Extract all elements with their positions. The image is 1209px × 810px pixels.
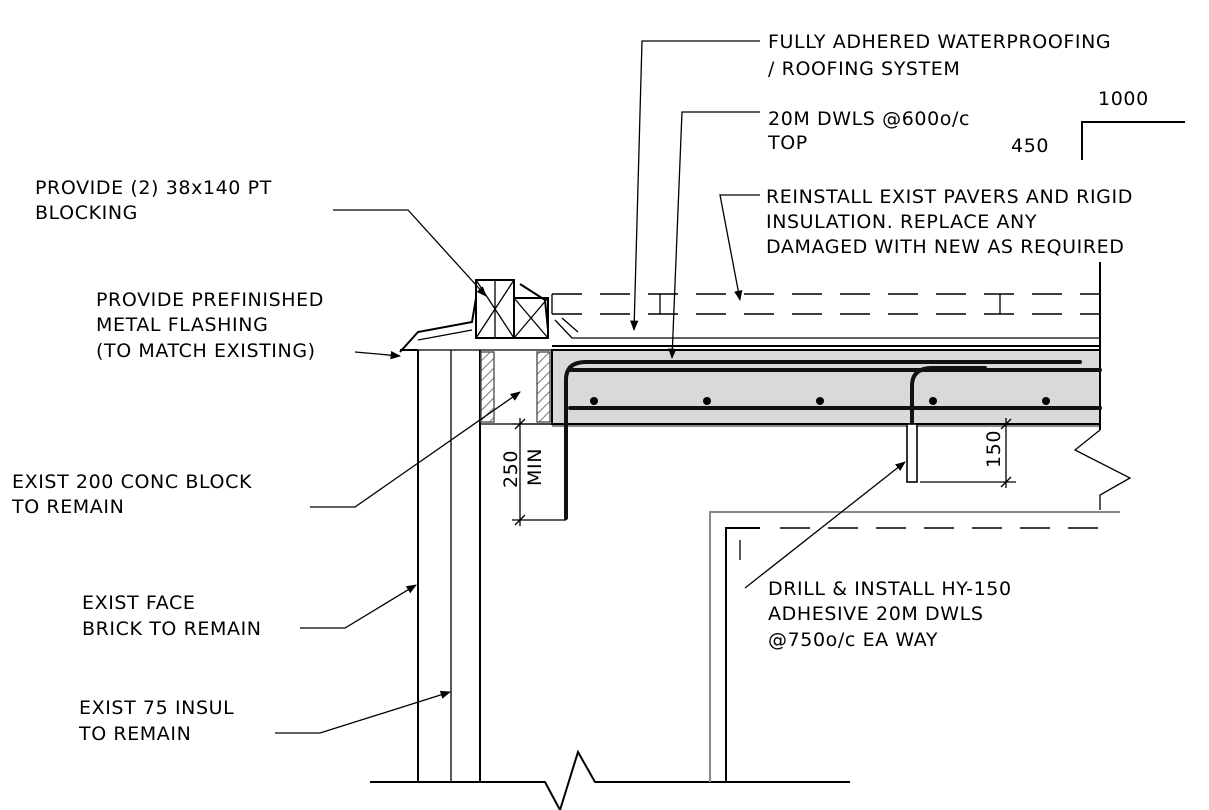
drilled-dowel-bar [910,366,987,482]
note-blocking-line1: PROVIDE (2) 38x140 PT [35,177,272,199]
dimension-150 [920,418,1016,488]
note-pavers-line1: REINSTALL EXIST PAVERS AND RIGID [766,186,1133,208]
interior-ceiling [709,511,1120,782]
conc-block-hatch-right [536,351,551,423]
dim-1000-label: 1000 [1098,88,1149,110]
note-pavers: REINSTALL EXIST PAVERS AND RIGID INSULAT… [766,186,1133,258]
note-flashing-line3: (TO MATCH EXISTING) [96,340,316,362]
note-pavers-line3: DAMAGED WITH NEW AS REQUIRED [766,236,1125,258]
dim-150-label: 150 [983,430,1005,468]
note-dowels-line1: 20M DWLS @600o/c [768,108,970,130]
note-blocking: PROVIDE (2) 38x140 PT BLOCKING [35,177,272,224]
note-flashing-line1: PROVIDE PREFINISHED [96,289,324,311]
note-dowels-line2: TOP [767,132,808,154]
note-insulation-line2: TO REMAIN [78,723,191,745]
note-pavers-line2: INSULATION. REPLACE ANY [766,211,1037,233]
note-drill-install: DRILL & INSTALL HY-150 ADHESIVE 20M DWLS… [768,578,1012,651]
note-drill-line2: ADHESIVE 20M DWLS [768,603,984,625]
note-drill-line3: @750o/c EA WAY [768,629,938,651]
dim-250-label: 250 [500,450,522,488]
note-blocking-line2: BLOCKING [35,202,138,224]
dimension-250-min [512,418,566,526]
note-flashing: PROVIDE PREFINISHED METAL FLASHING (TO M… [96,289,324,362]
note-conc-block-line2: TO REMAIN [11,496,124,518]
pavers-dashed [551,293,1100,315]
corner-marker [1081,121,1185,160]
rebar [564,360,1102,520]
note-drill-line1: DRILL & INSTALL HY-150 [768,578,1012,600]
note-dowels-top: 20M DWLS @600o/c TOP 450 1000 [767,88,1149,157]
top-dowel-bar [564,360,1082,520]
note-flashing-line2: METAL FLASHING [96,314,268,336]
note-insulation-line1: EXIST 75 INSUL [79,697,234,719]
exterior-wall [400,349,553,782]
dim-min-label: MIN [524,448,546,486]
note-face-brick: EXIST FACE BRICK TO REMAIN [82,592,262,640]
pt-blocking [475,279,549,339]
note-conc-block: EXIST 200 CONC BLOCK TO REMAIN [11,471,252,518]
conc-block-hatch-left [480,351,495,423]
dim-450-label: 450 [1011,135,1049,157]
note-waterproofing: FULLY ADHERED WATERPROOFING / ROOFING SY… [768,31,1111,80]
note-conc-block-line1: EXIST 200 CONC BLOCK [12,471,252,493]
metal-flashing [399,297,477,353]
note-waterproofing-line1: FULLY ADHERED WATERPROOFING [768,31,1111,53]
waterproofing-membrane [552,317,1100,347]
note-insulation: EXIST 75 INSUL TO REMAIN [78,697,234,745]
break-line-bottom [370,749,850,810]
note-face-brick-line2: BRICK TO REMAIN [82,618,262,640]
note-waterproofing-line2: / ROOFING SYSTEM [768,58,960,80]
concrete-slab [551,262,1132,510]
leader-lines [275,40,906,734]
note-face-brick-line1: EXIST FACE [82,592,195,614]
